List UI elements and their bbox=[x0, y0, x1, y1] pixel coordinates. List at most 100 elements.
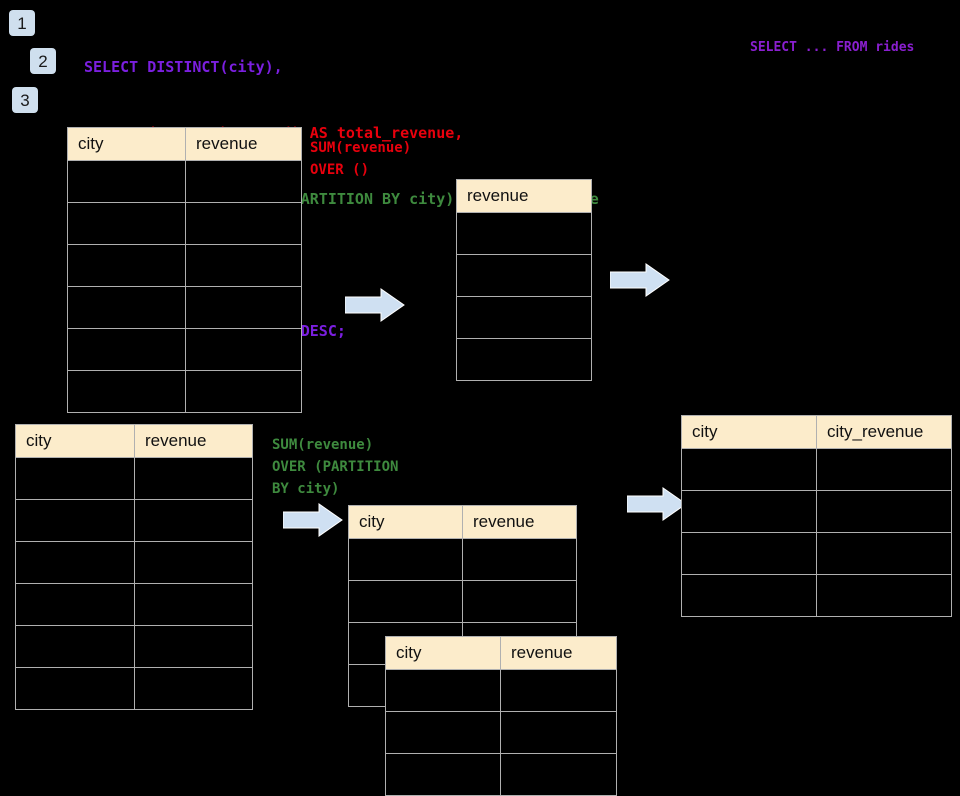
cell-city bbox=[348, 580, 463, 623]
step-badge-1: 1 bbox=[9, 10, 35, 36]
table-header-row: city revenue bbox=[348, 505, 577, 539]
cell-revenue bbox=[456, 212, 592, 255]
table-body bbox=[15, 457, 253, 710]
column-header-revenue: revenue bbox=[134, 424, 253, 458]
cell-revenue bbox=[134, 667, 253, 710]
table-row bbox=[15, 625, 253, 668]
cell-revenue bbox=[462, 538, 577, 581]
cell-city bbox=[681, 490, 817, 533]
step-badge-2: 2 bbox=[30, 48, 56, 74]
table-row bbox=[67, 244, 302, 287]
cell-revenue bbox=[456, 296, 592, 339]
table-row bbox=[15, 667, 253, 710]
arrow-right-icon bbox=[626, 487, 687, 521]
column-header-revenue: revenue bbox=[462, 505, 577, 539]
column-header-revenue: revenue bbox=[185, 127, 302, 161]
cell-city bbox=[385, 711, 501, 754]
table-row bbox=[15, 541, 253, 584]
cell-city bbox=[681, 448, 817, 491]
sql-line-1: SELECT DISTINCT(city), bbox=[84, 58, 283, 76]
table-partition-front: city revenue bbox=[385, 636, 617, 796]
cell-revenue bbox=[185, 328, 302, 371]
table-total-revenue: revenue bbox=[456, 179, 592, 381]
cell-revenue bbox=[185, 160, 302, 203]
cell-revenue bbox=[134, 457, 253, 500]
table-row bbox=[456, 212, 592, 255]
table-row bbox=[456, 338, 592, 381]
cell-revenue bbox=[134, 583, 253, 626]
arrow-right-icon bbox=[282, 503, 343, 537]
table-row bbox=[67, 370, 302, 413]
step-badge-3: 3 bbox=[12, 87, 38, 113]
table-body bbox=[385, 669, 617, 796]
cell-revenue bbox=[500, 711, 617, 754]
table-row bbox=[348, 580, 577, 623]
column-header-revenue: revenue bbox=[456, 179, 592, 213]
arrow-right-icon bbox=[609, 263, 670, 297]
table-rides-top: city revenue bbox=[67, 127, 302, 413]
table-row bbox=[348, 538, 577, 581]
table-row bbox=[15, 499, 253, 542]
table-result: city city_revenue bbox=[681, 415, 952, 617]
table-row bbox=[15, 583, 253, 626]
table-row bbox=[681, 490, 952, 533]
column-header-city: city bbox=[15, 424, 135, 458]
arrow-rides-to-total bbox=[344, 288, 405, 322]
table-row bbox=[67, 328, 302, 371]
table-row bbox=[681, 532, 952, 575]
table-header-row: city city_revenue bbox=[681, 415, 952, 449]
step-badge-1-label: 1 bbox=[17, 13, 27, 33]
cell-city-revenue bbox=[816, 490, 952, 533]
cell-city bbox=[15, 499, 135, 542]
cell-city bbox=[385, 753, 501, 796]
cell-revenue bbox=[500, 669, 617, 712]
table-row bbox=[681, 574, 952, 617]
cell-city bbox=[67, 328, 186, 371]
cell-revenue bbox=[185, 202, 302, 245]
cell-city bbox=[15, 541, 135, 584]
table-row bbox=[385, 711, 617, 754]
table-body bbox=[456, 212, 592, 381]
cell-city bbox=[15, 583, 135, 626]
table-row bbox=[67, 160, 302, 203]
cell-revenue bbox=[462, 580, 577, 623]
cell-city bbox=[681, 574, 817, 617]
table-row bbox=[681, 448, 952, 491]
cell-city bbox=[348, 538, 463, 581]
cell-city bbox=[681, 532, 817, 575]
cell-city bbox=[67, 244, 186, 287]
cell-revenue bbox=[185, 286, 302, 329]
cell-revenue bbox=[456, 254, 592, 297]
column-header-city: city bbox=[67, 127, 186, 161]
arrow-right-icon bbox=[344, 288, 405, 322]
cell-city bbox=[385, 669, 501, 712]
table-header-row: city revenue bbox=[67, 127, 302, 161]
cell-city bbox=[15, 625, 135, 668]
table-rides-bottom: city revenue bbox=[15, 424, 253, 710]
arrow-partition-to-result bbox=[626, 487, 687, 521]
table-row bbox=[67, 286, 302, 329]
table-row bbox=[456, 296, 592, 339]
cell-city bbox=[67, 370, 186, 413]
table-row bbox=[385, 669, 617, 712]
cell-city-revenue bbox=[816, 574, 952, 617]
column-header-city: city bbox=[681, 415, 817, 449]
table-row bbox=[67, 202, 302, 245]
cell-revenue bbox=[500, 753, 617, 796]
cell-city-revenue bbox=[816, 532, 952, 575]
cell-city bbox=[15, 457, 135, 500]
table-header-row: revenue bbox=[456, 179, 592, 213]
cell-revenue bbox=[185, 244, 302, 287]
column-header-revenue: revenue bbox=[500, 636, 617, 670]
table-header-row: city revenue bbox=[15, 424, 253, 458]
cell-revenue bbox=[185, 370, 302, 413]
cell-city bbox=[67, 160, 186, 203]
annotation-total-revenue: SUM(revenue) OVER () bbox=[310, 140, 412, 178]
arrow-total-to-result bbox=[609, 263, 670, 297]
annotation-city-revenue: SUM(revenue) OVER (PARTITION BY city) bbox=[272, 437, 399, 497]
arrow-rides-to-partition bbox=[282, 503, 343, 537]
step-badge-3-label: 3 bbox=[20, 90, 30, 110]
cell-revenue bbox=[134, 499, 253, 542]
column-header-city-revenue: city_revenue bbox=[816, 415, 952, 449]
cell-city-revenue bbox=[816, 448, 952, 491]
